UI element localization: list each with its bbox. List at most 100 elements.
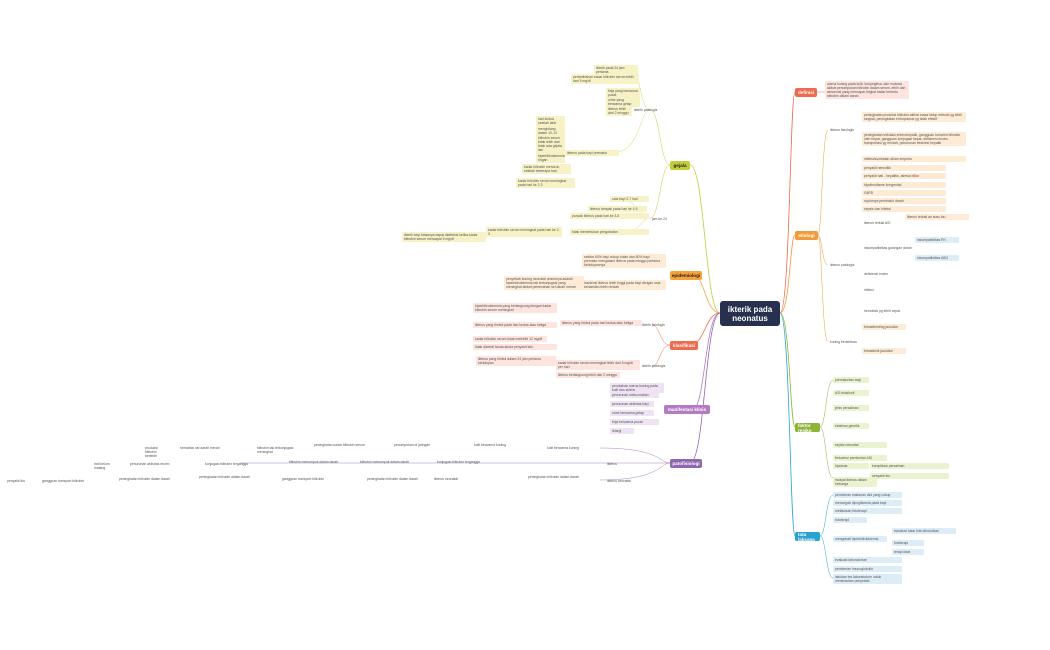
pato-chain-2: bilirubin tak terkonjugasi meningkat <box>257 446 294 454</box>
gejala-fis-3: tidak ada gejala lain <box>536 143 565 153</box>
gejala-fis-4: hiperbilirubinemia ringan <box>536 153 565 163</box>
etiologi-patologis-label: ikterus patologis <box>830 263 855 267</box>
epidemiologi-0: sekitar 60% bayi cukup bulan dan 80% bay… <box>582 254 666 268</box>
topic-definisi[interactable]: definisi <box>795 88 817 97</box>
pato-chain-0: produksi bilirubin berlebih <box>145 446 158 458</box>
gejala-jam-3: tidak memerlukan pengobatan <box>570 229 649 235</box>
faktor-0: prematuritas bayi <box>833 377 869 383</box>
epidemiologi-1: penyebab kuning neonatal umumnya adalah … <box>504 276 584 290</box>
etiologi-patologis-0: penyakit hemolitik <box>862 165 946 171</box>
pato-chain3-7: peningkatan bilirubin dalam darah <box>528 475 579 479</box>
tata-3: fototerapi <box>833 517 867 523</box>
klasifikasi-fisiologis-label: ikterik fisiologis <box>642 323 665 327</box>
klasifikasi-fis-1: ikterus yang timbul pada hari kedua atau… <box>473 322 557 328</box>
topic-tata-laksana[interactable]: tata laksana <box>795 532 820 542</box>
topic-patofisiologi[interactable]: patofisiologi <box>670 459 702 468</box>
gejala-jam-extra: kadar bilirubin serum meningkat pada har… <box>486 227 562 237</box>
faktor-1: ASI eksklusif <box>833 390 869 396</box>
gejala-patologis-label: ikterik patologis <box>634 108 658 112</box>
manifestasi-0: perubahan warna kuning pada kulit dan sk… <box>610 383 664 393</box>
etiologi-fisiologis-1: peningkatan sirkulasi enterohepatik, gan… <box>862 132 966 146</box>
klasifikasi-pat-0: ikterus yang timbul dalam 24 jam pertama… <box>476 356 556 366</box>
gejala-jam-1: ikterus tampak pada hari ke 4-5 <box>588 206 647 212</box>
etiologi-fisiologis-2: infeksi/sumbatan aliran empedu <box>862 156 966 162</box>
klasifikasi-pat-1: kadar bilirubin serum meningkat lebih da… <box>556 360 640 370</box>
gejala-pat-0: ikterik pada 24 jam pertama <box>594 65 638 75</box>
pato-chain3-3: peningkatan bilirubin dalam darah <box>199 475 250 479</box>
topic-epidemiologi[interactable]: epidemiologi <box>670 271 702 280</box>
gejala-jam-0: usia bayi 2-7 hari <box>610 196 649 202</box>
pato-chain3-2: peningkatan bilirubin dalam darah <box>119 477 170 481</box>
manifestasi-2: penurunan aktivitas bayi <box>610 401 654 407</box>
definisi-leaf: warna kuning pada kulit, konjungtiva, da… <box>825 81 909 99</box>
pato-chain2-5: konjugasi bilirubin terganggu <box>437 460 481 464</box>
etiologi-patologis-3: G6PD <box>862 190 946 196</box>
faktor-3: kelainan genetik <box>833 423 869 429</box>
gejala-pat-4: ikterus lebih dari 2 minggu <box>606 106 632 116</box>
klasifikasi-fis-0: hiperbilirubinemia yang berlangsung deng… <box>473 303 557 313</box>
klasifikasi-patologis-label: ikterik patologis <box>642 364 666 368</box>
etiologi-kuning-label: kuning berlebihan <box>830 340 857 344</box>
pato-chain3-6: ikterus neonatal <box>434 477 458 481</box>
tata-6: pemberian imunoglobulin <box>833 566 902 572</box>
faktor-4: sepsis neonatal <box>833 442 887 448</box>
etiologi-fisiologis-label: ikterus fisiologis <box>830 128 854 132</box>
faktor-8: penyakit ibu <box>870 473 949 479</box>
faktor-6: hipoksia <box>833 463 869 469</box>
tata-4: mengobati hiperbilirubinemia <box>833 536 887 542</box>
klasifikasi-pat-2: ikterus berlangsung lebih dari 2 minggu <box>556 372 620 378</box>
faktor-5: frekuensi pemberian ASI <box>833 455 887 461</box>
manifestasi-1: penurunan nafsu makan <box>610 392 659 398</box>
gejala-fis-6: kadar bilirubin serum meningkat pada har… <box>516 178 575 188</box>
faktor-2: jenis persalinan <box>833 405 869 411</box>
root-topic[interactable]: ikterik pada neonatus <box>720 301 780 326</box>
etiologi-patologis-5: sepsis dan infeksi <box>862 206 946 212</box>
tata-0: pemberian makanan dini yang cukup <box>833 492 902 498</box>
topic-manifestasi-klinis[interactable]: manifestasi klinis <box>664 405 710 414</box>
manifestasi-4: tinja berwarna pucat <box>610 419 659 425</box>
topic-gejala[interactable]: gejala <box>670 161 690 170</box>
klasifikasi-fis-3: tidak disertai tanda-tanda penyakit lain <box>473 344 557 350</box>
etiologi-patologis-2: hipotiroidisme kongenital <box>862 182 946 188</box>
etiologi-patologis-1: penyakit hati - hepatitis, atresia bilia… <box>862 173 946 179</box>
etiologi-hemolisis: hemolisis yg lebih cepat <box>864 309 900 313</box>
pato-chain3-1: gangguan transport bilirubin <box>42 479 85 483</box>
pato-chain2-2: konjugasi bilirubin terganggu <box>205 462 249 466</box>
tata-1: mencegah hipoglikemia pada bayi <box>833 500 902 506</box>
gejala-pat-5: ikterus pada bayi prematur <box>565 150 619 156</box>
tata-2: melakukan fototerapi <box>833 508 902 514</box>
faktor-9: riwayat ikterus dalam keluarga <box>833 477 877 487</box>
topic-faktor-resiko[interactable]: faktor resiko <box>795 423 820 433</box>
pato-chain-4: penumpukan di jaringan <box>394 443 431 447</box>
etiologi-kuning-1: breastmilk jaundice <box>862 348 906 354</box>
gejala-fis-0: hari kedua setelah lahir <box>536 116 565 126</box>
gejala-pat-1: pertambahan kadar bilirubin serum lebih … <box>571 74 639 84</box>
manifestasi-5: letargi <box>610 428 634 434</box>
tata-5: evaluasi laboratorium <box>833 557 902 563</box>
epidemiologi-2: insidensi ikterus lebih tinggi pada bayi… <box>582 280 666 290</box>
pato-chain2-4: bilirubin menumpuk dalam darah <box>360 460 410 464</box>
gejala-pat-2: tinja yang berwarna pucat <box>606 88 640 98</box>
faktor-7: komplikasi persalinan <box>870 463 949 469</box>
tata-sub-2: terapi obat <box>892 549 924 555</box>
pato-chain-1: hemolisis sel darah merah <box>180 446 220 450</box>
gejala-lainnya: ikterik bayi biasanya dapat dideteksi ke… <box>402 232 486 242</box>
pato-chain2-3: bilirubin menumpuk dalam darah <box>289 460 339 464</box>
etiologi-kuning-0: breastfeeding jaundice <box>862 324 906 330</box>
etiologi-patologis-6: ikterus terkait ASI <box>864 221 891 225</box>
etiologi-inkompat-0: inkompatibilitas Rh <box>915 237 959 243</box>
topic-klasifikasi[interactable]: klasifikasi <box>670 341 698 350</box>
tata-sub-1: fototerapi <box>892 540 924 546</box>
pato-chain3-8: ikterus neonatal <box>607 479 631 483</box>
klasifikasi-fis-main: ikterus yang timbul pada hari kedua atau… <box>560 320 642 326</box>
pato-chain3-0: penyakit ibu <box>7 479 26 483</box>
topic-etiologi[interactable]: etiologi <box>795 231 818 240</box>
etiologi-infeksi: infeksi <box>864 288 874 292</box>
manifestasi-3: urine berwarna gelap <box>610 410 654 416</box>
etiologi-fisiologis-0: peningkatan produksi bilirubin akibat ma… <box>862 112 966 122</box>
pato-chain2-1: penurunan aktivitas enzim <box>130 462 170 466</box>
pato-chain-5: kulit berwarna kuning <box>474 443 507 447</box>
etiologi-inkompat-label: inkompatibilitas golongan darah <box>864 246 912 250</box>
tata-sub-0: transfusi tukar bila dibutuhkan <box>892 528 956 534</box>
